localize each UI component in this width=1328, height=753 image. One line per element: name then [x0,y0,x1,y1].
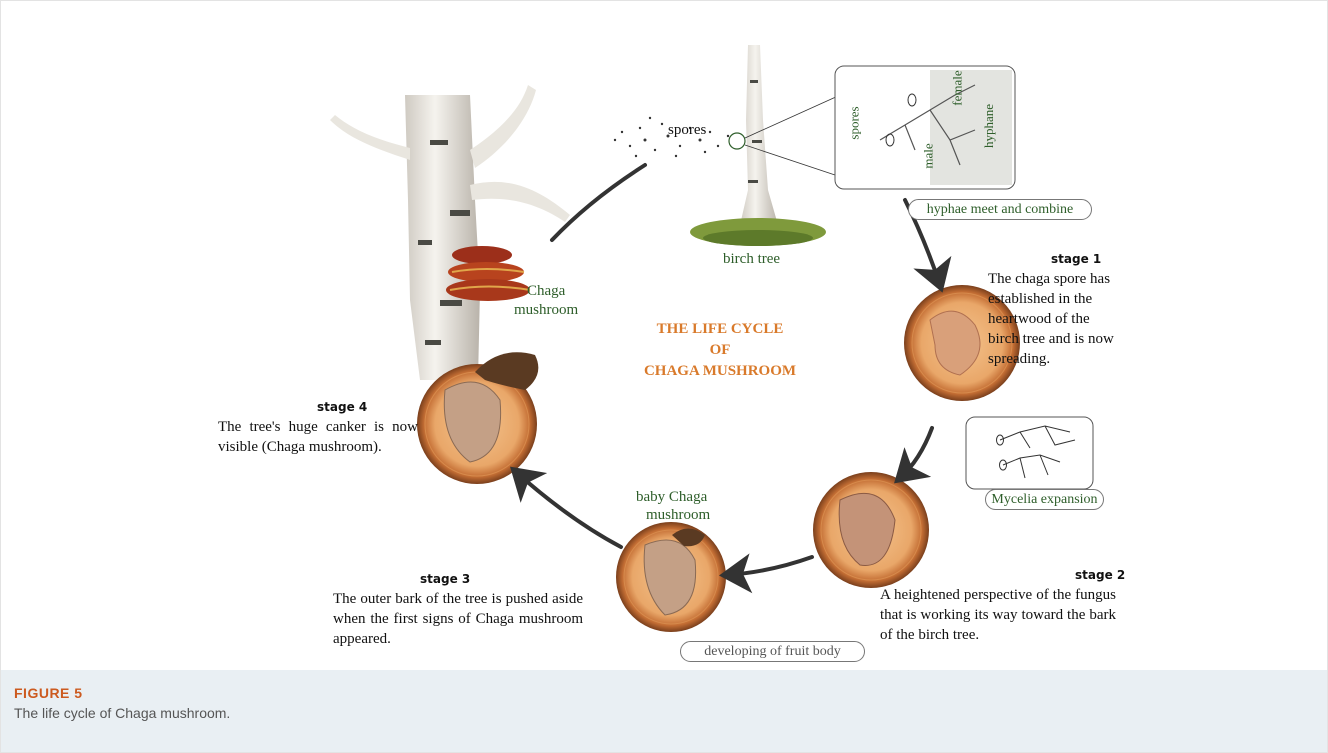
spore-focus-circle [729,133,745,149]
label-baby-mushroom: mushroom [646,507,710,524]
stage-4-heading: stage 4 [317,400,367,414]
mycelia-caption-pill: Mycelia expansion [985,489,1104,510]
stage-3-heading: stage 3 [420,572,470,586]
inset-label-female: female [950,70,966,105]
figure-label: FIGURE 5 [14,685,83,701]
label-spores: spores [668,122,706,139]
title-line-1: THE LIFE CYCLE [640,319,800,340]
label-birch-tree: birch tree [723,251,780,268]
diagram-title: THE LIFE CYCLE OF CHAGA MUSHROOM [640,319,800,382]
hyphae-caption-pill: hyphae meet and combine [908,199,1092,220]
birch-tree-small-icon [690,45,826,246]
wood-slice-stage2-icon [813,472,929,588]
birch-tree-large-icon [330,85,570,380]
label-mushroom: mushroom [514,302,578,319]
chaga-bracket-icon [446,246,530,301]
inset-label-male: male [921,143,937,168]
mycelia-inset-box [966,417,1093,489]
stage-3-text: The outer bark of the tree is pushed asi… [333,589,583,649]
stage-1-text: The chaga spore has established in the h… [988,269,1116,369]
title-line-2: OF [640,340,800,361]
label-baby-chaga: baby Chaga [636,489,707,506]
stage-2-text: A heightened perspective of the fungus t… [880,585,1116,645]
fruit-body-pill: developing of fruit body [680,641,865,662]
stage-2-heading: stage 2 [1075,568,1125,582]
title-line-3: CHAGA MUSHROOM [640,361,800,382]
wood-slice-stage3-icon [616,522,726,632]
inset-label-spores: spores [847,106,863,139]
inset-label-hyphane: hyphane [981,104,997,148]
stage-1-heading: stage 1 [1051,252,1101,266]
stage-4-text: The tree's huge canker is now visible (C… [218,417,418,457]
figure-caption: The life cycle of Chaga mushroom. [14,705,230,721]
label-chaga: Chaga [527,283,565,300]
